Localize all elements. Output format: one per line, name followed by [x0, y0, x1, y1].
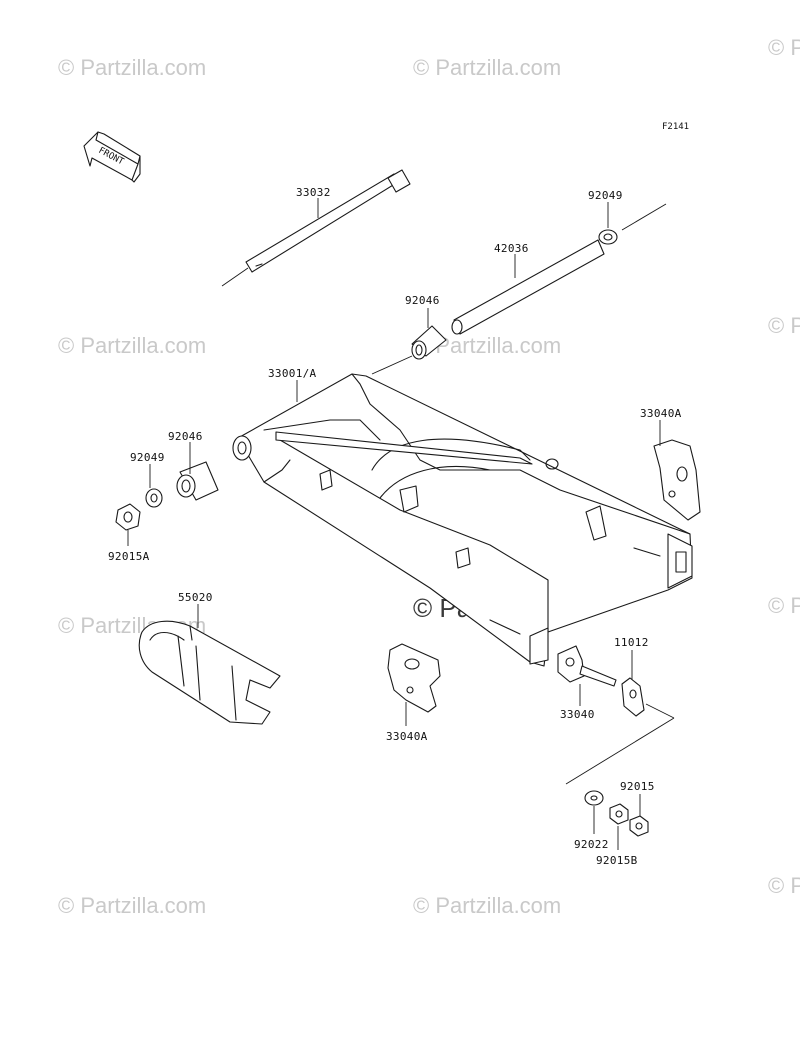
adjuster-33040 — [557, 645, 617, 706]
part-label-92015b: 92015B — [596, 854, 638, 867]
watermark: © Partzilla.com — [413, 893, 561, 918]
nut-92015 — [629, 794, 649, 837]
bearing-92046-left — [176, 442, 219, 501]
part-label-92049-left: 92049 — [130, 451, 165, 464]
part-label-92046-top: 92046 — [405, 294, 440, 307]
figure-code: F2141 — [662, 122, 689, 132]
part-label-33040a-right: 33040A — [640, 407, 682, 420]
watermark: © Partzilla.com — [768, 873, 800, 898]
front-arrow-icon: FRONT — [83, 131, 141, 183]
plate-33040a-right — [653, 420, 701, 521]
plate-33040a-bottom — [387, 643, 441, 726]
collar-92049-left — [145, 464, 163, 508]
part-label-55020: 55020 — [178, 591, 213, 604]
part-label-92022: 92022 — [574, 838, 609, 851]
watermark: © Partzilla.com — [768, 593, 800, 618]
part-label-92015a: 92015A — [108, 550, 150, 563]
block-11012 — [565, 650, 675, 785]
part-label-42036: 42036 — [494, 242, 529, 255]
watermark: © Partzilla.com — [58, 333, 206, 358]
watermark: © Partzilla.com — [58, 893, 206, 918]
part-label-11012: 11012 — [614, 636, 649, 649]
bearing-92046-top — [371, 308, 447, 375]
part-label-33001-a: 33001/A — [268, 367, 317, 380]
pivot-shaft-33032 — [221, 169, 411, 287]
part-label-92049-top: 92049 — [588, 189, 623, 202]
collar-92049-top — [598, 202, 667, 245]
nut-92015b — [609, 803, 629, 850]
watermark: © Partzilla.com — [768, 313, 800, 338]
part-label-33040a-bottom: 33040A — [386, 730, 428, 743]
part-label-92046-left: 92046 — [168, 430, 203, 443]
part-label-33032: 33032 — [296, 186, 331, 199]
swingarm-33001 — [232, 373, 693, 667]
watermark: © Partzilla.com — [413, 55, 561, 80]
chain-guard-55020 — [138, 604, 281, 725]
part-label-33040: 33040 — [560, 708, 595, 721]
watermark: © Partzilla.com — [768, 35, 800, 60]
part-label-92015: 92015 — [620, 780, 655, 793]
watermark: © Partzilla.com — [58, 55, 206, 80]
sleeve-42036 — [451, 239, 605, 335]
nut-92015a — [115, 503, 141, 546]
washer-92022 — [584, 790, 604, 834]
